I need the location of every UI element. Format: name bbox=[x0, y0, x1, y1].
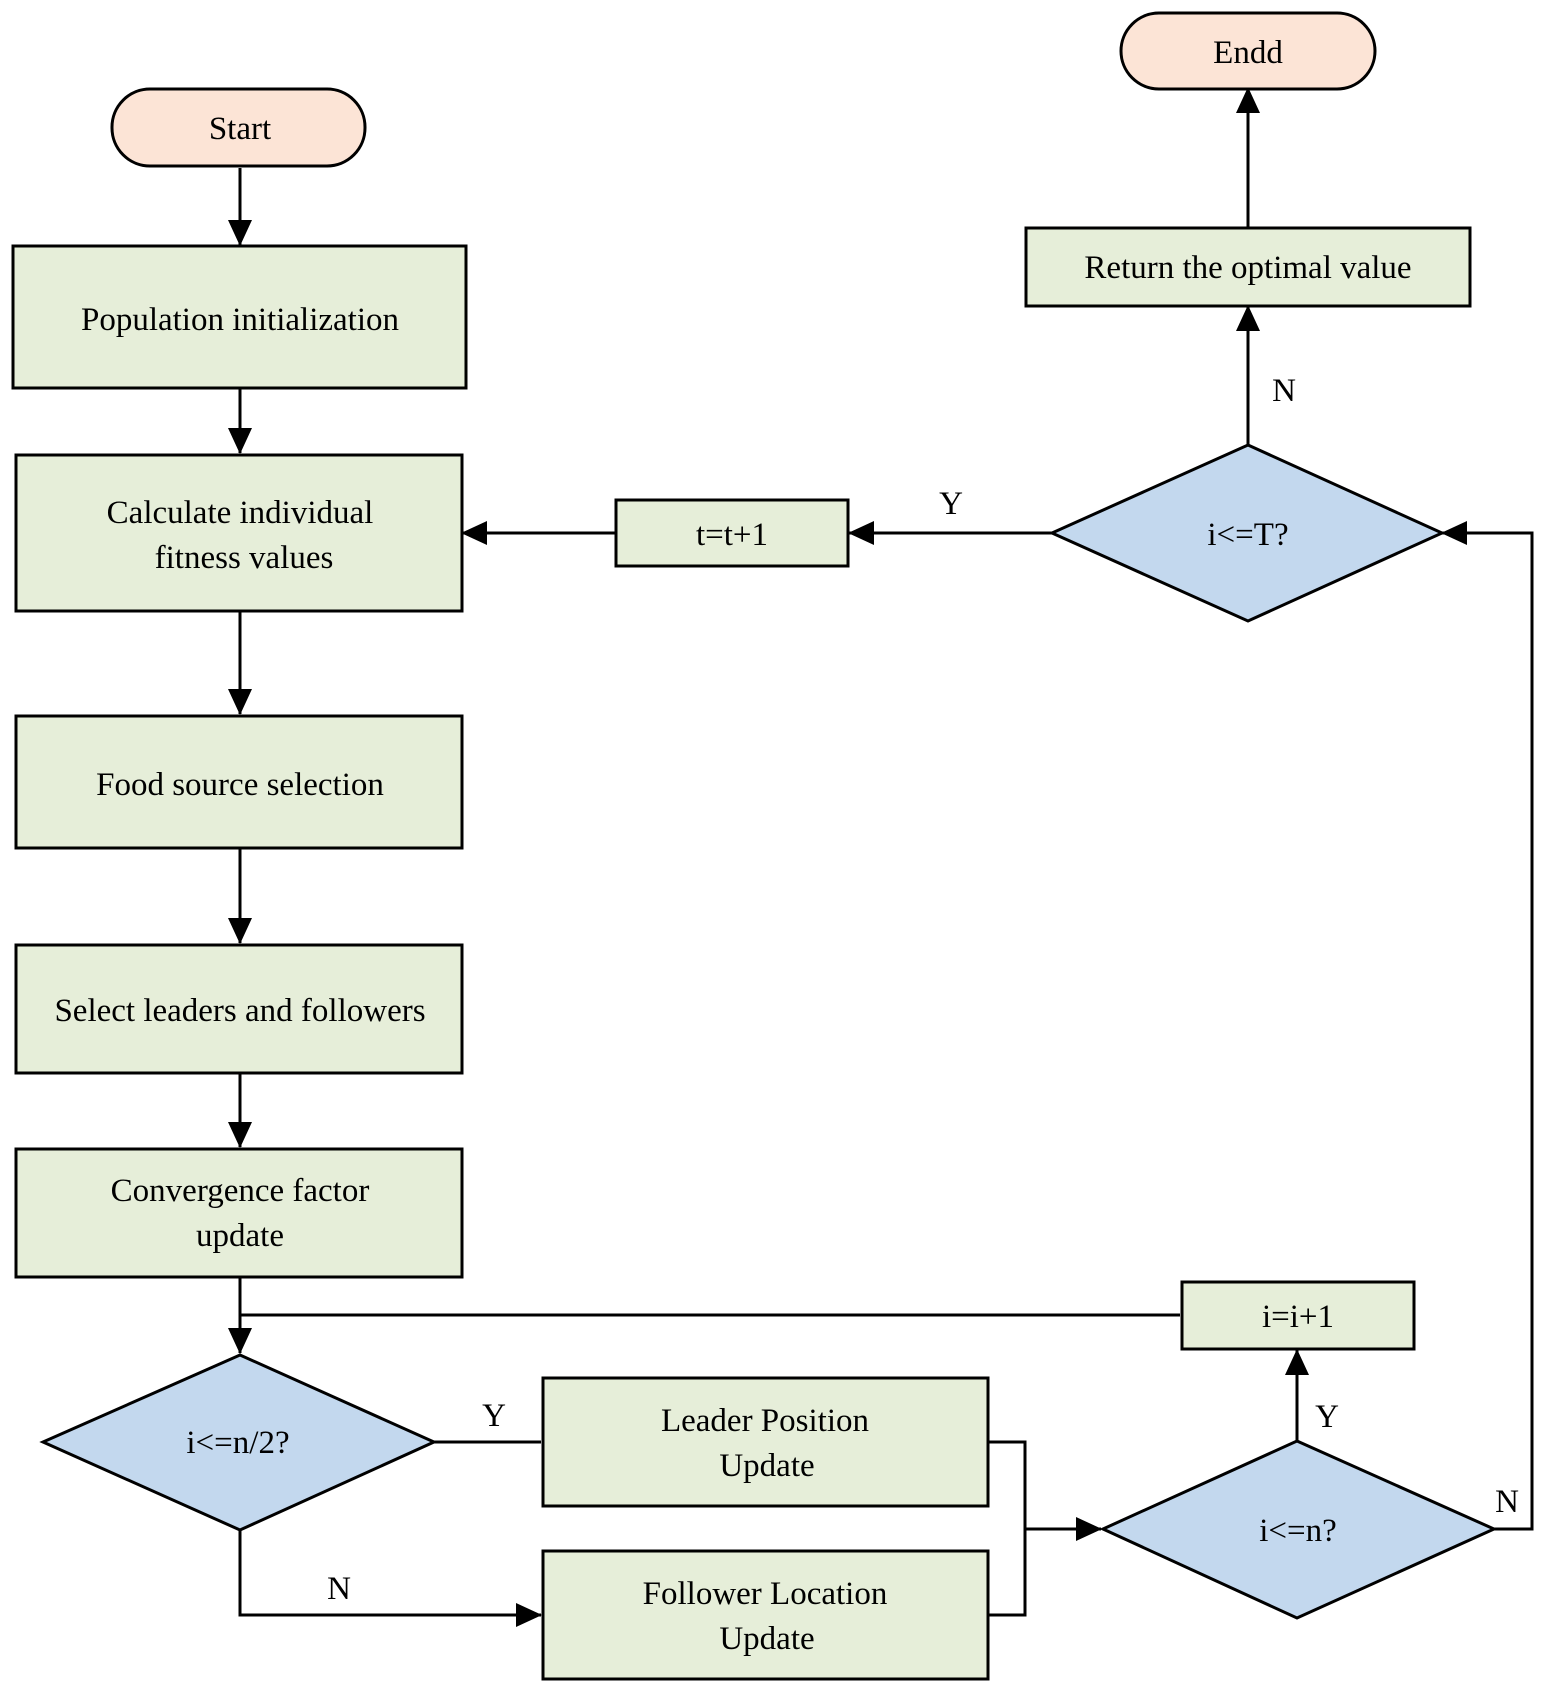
calc-fitness-label-line2: fitness values bbox=[155, 540, 334, 576]
return-optimal-box: Return the optimal value bbox=[1024, 226, 1472, 308]
follower-update-label-line2: Update bbox=[719, 1621, 814, 1657]
select-leaders-box: Select leaders and followers bbox=[14, 943, 464, 1075]
half-yes-label: Y bbox=[482, 1398, 506, 1434]
food-source-box: Food source selection bbox=[14, 714, 464, 850]
return-optimal-label: Return the optimal value bbox=[1084, 250, 1411, 286]
start-terminal: Start bbox=[110, 87, 367, 168]
half-no-label: N bbox=[327, 1571, 351, 1607]
connectors bbox=[228, 87, 1534, 1627]
leader-update-box: Leader Position Update bbox=[541, 1376, 990, 1508]
increment-i-box: i=i+1 bbox=[1180, 1280, 1416, 1351]
increment-t-box: t=t+1 bbox=[614, 498, 850, 568]
decision-T-label: i<=T? bbox=[1207, 517, 1288, 553]
edge-half-no-to-follower bbox=[238, 1530, 542, 1627]
leader-update-label-line2: Update bbox=[719, 1448, 814, 1484]
decision-n-label: i<=n? bbox=[1259, 1513, 1337, 1549]
decision-half-label: i<=n/2? bbox=[186, 1425, 289, 1461]
T-no-label: N bbox=[1272, 373, 1296, 409]
convergence-box: Convergence factor update bbox=[14, 1147, 464, 1279]
T-yes-label: Y bbox=[939, 486, 963, 522]
decision-half: i<=n/2? bbox=[39, 1353, 438, 1532]
increment-t-label: t=t+1 bbox=[696, 517, 768, 553]
leader-update-label-line1: Leader Position bbox=[661, 1403, 869, 1439]
start-label: Start bbox=[209, 111, 271, 147]
follower-update-box: Follower Location Update bbox=[541, 1549, 990, 1681]
n-yes-label: Y bbox=[1315, 1399, 1339, 1435]
increment-i-label: i=i+1 bbox=[1262, 1299, 1334, 1335]
end-label: Endd bbox=[1213, 35, 1283, 71]
population-init-label: Population initialization bbox=[81, 302, 399, 338]
calc-fitness-label-line1: Calculate individual bbox=[107, 495, 374, 531]
decision-T: i<=T? bbox=[1048, 443, 1446, 623]
follower-update-label-line1: Follower Location bbox=[643, 1576, 888, 1612]
decision-n: i<=n? bbox=[1099, 1439, 1498, 1620]
food-source-label: Food source selection bbox=[96, 767, 384, 803]
population-init-box: Population initialization bbox=[11, 244, 468, 390]
n-no-label: N bbox=[1495, 1484, 1519, 1520]
select-leaders-label: Select leaders and followers bbox=[54, 993, 425, 1029]
edge-n-no-to-decision-T bbox=[1441, 521, 1534, 1531]
end-terminal: Endd bbox=[1119, 11, 1377, 91]
convergence-label-line2: update bbox=[196, 1218, 284, 1254]
edge-leader-to-merge bbox=[988, 1440, 1027, 1617]
convergence-label-line1: Convergence factor bbox=[111, 1173, 370, 1209]
calc-fitness-box: Calculate individual fitness values bbox=[14, 453, 464, 613]
